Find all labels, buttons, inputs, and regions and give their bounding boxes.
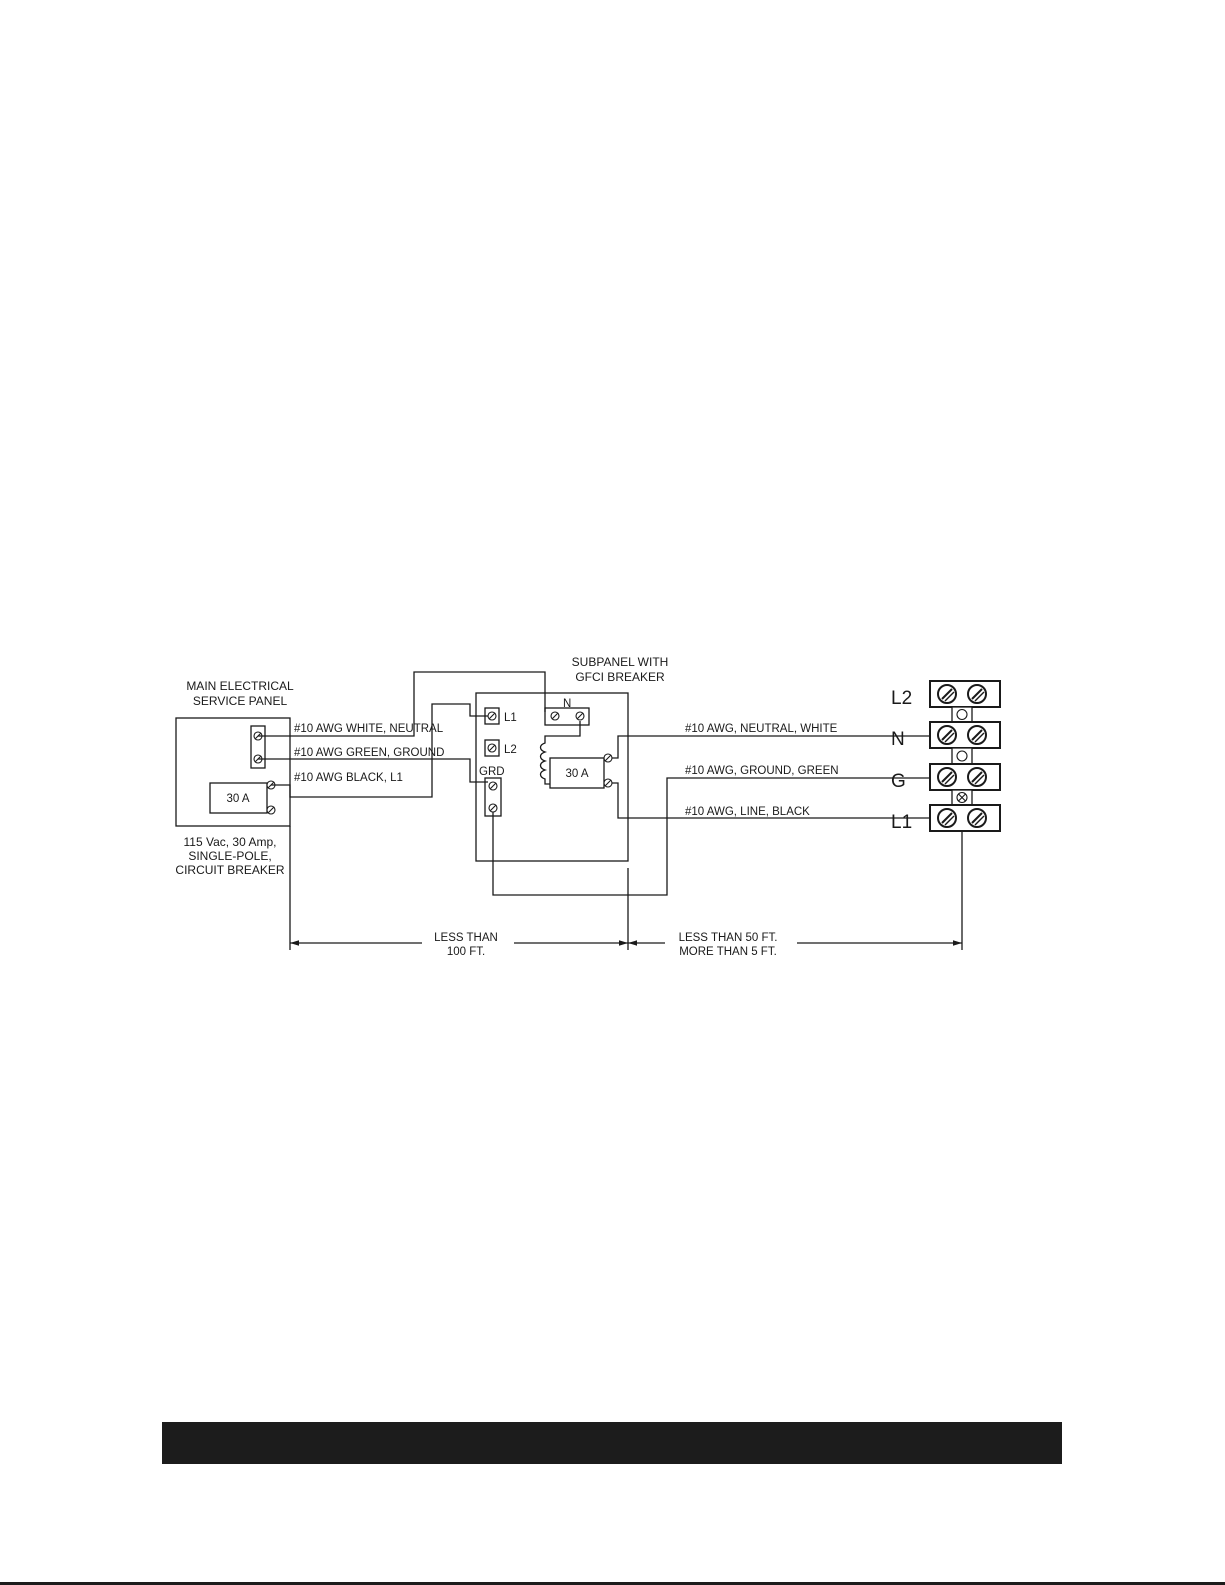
screw-icon [487,743,497,753]
main-service-panel: MAIN ELECTRICAL SERVICE PANEL 30 A 115 V… [175,679,294,877]
main-panel-caption-1: 115 Vac, 30 Amp, [184,835,277,849]
branch-wires: #10 AWG, NEUTRAL, WHITE #10 AWG, GROUND,… [492,723,947,896]
subpanel-title-2: GFCI BREAKER [575,670,665,684]
terminal-screw-icon [937,684,957,704]
footer-bar [162,1422,1062,1464]
main-panel-caption-2: SINGLE-POLE, [188,849,271,863]
dimension-left-line-1: LESS THAN [434,932,498,944]
bottom-rule [0,1582,1225,1585]
terminal-l1-label: L1 [891,812,912,833]
terminal-screw-icon [967,767,987,787]
subpanel-l1-label: L1 [504,712,517,724]
terminal-n-label: N [891,729,905,750]
link-circle-icon [956,708,968,721]
screw-icon [488,781,498,791]
terminal-screw-icon [937,808,957,828]
wire-out-ground [492,777,947,896]
main-panel-title-2: SERVICE PANEL [193,694,288,708]
link-circle-icon [956,750,968,762]
gfci-breaker [549,757,605,789]
feeder-neutral-label: #10 AWG WHITE, NEUTRAL [294,723,444,735]
wire-neutral-white [258,671,546,737]
gfci-breaker-label: 30 A [565,768,588,780]
terminal-screw-icon [967,684,987,704]
feeder-line-label: #10 AWG BLACK, L1 [294,772,403,784]
terminal-screw-icon [967,725,987,745]
terminal-screw-icon [967,808,987,828]
feeder-ground-label: #10 AWG GREEN, GROUND [294,747,444,759]
screw-icon [550,711,560,721]
feeder-wires: #10 AWG WHITE, NEUTRAL #10 AWG GREEN, GR… [258,671,546,798]
terminal-l2-label: L2 [891,688,912,709]
link-crossed-circle-icon [956,791,968,804]
subpanel-l2-label: L2 [504,744,517,756]
terminal-g-label: G [891,771,906,792]
screw-icon [487,711,497,721]
terminal-screw-icon [937,767,957,787]
screw-icon [488,803,498,813]
dimension-right-line-2: MORE THAN 5 FT. [679,946,777,958]
main-breaker [209,782,268,814]
gfci-subpanel: SUBPANEL WITH GFCI BREAKER L1 L2 GRD N 3… [475,655,669,862]
branch-ground-label: #10 AWG, GROUND, GREEN [685,765,839,777]
terminal-screw-icon [937,725,957,745]
subpanel-n-label: N [563,698,571,710]
gfci-pigtail-coil [539,721,581,785]
main-breaker-label: 30 A [226,793,249,805]
wire-out-neutral [612,735,947,759]
screw-icon [603,753,613,763]
branch-line-label: #10 AWG, LINE, BLACK [685,806,810,818]
screw-icon [603,778,613,788]
screw-icon [266,805,276,815]
wire-line-black [271,703,488,798]
main-panel-title-1: MAIN ELECTRICAL [186,679,294,693]
branch-neutral-label: #10 AWG, NEUTRAL, WHITE [685,723,838,735]
terminal-block: L2 N G L1 [891,680,1001,833]
screw-icon [575,711,585,721]
subpanel-title-1: SUBPANEL WITH [572,655,669,669]
dimension-lines: LESS THAN 100 FT. LESS THAN 50 FT. MORE … [289,826,963,958]
subpanel-grd-label: GRD [479,766,505,778]
wire-out-line [612,782,947,819]
dimension-left-line-2: 100 FT. [447,946,485,958]
wire-ground-green [258,758,488,783]
main-panel-caption-3: CIRCUIT BREAKER [175,863,284,877]
dimension-right-line-1: LESS THAN 50 FT. [679,932,778,944]
